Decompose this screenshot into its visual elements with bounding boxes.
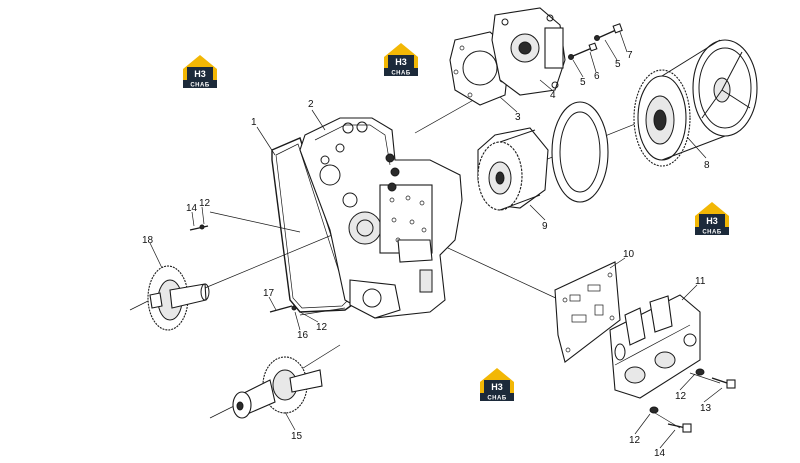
part-11-control-valve [609, 294, 701, 399]
callout-5b: 5 [615, 59, 621, 70]
callout-1: 1 [251, 117, 257, 128]
callout-12-left: 12 [199, 198, 211, 209]
part-pins-left [189, 224, 297, 313]
svg-text:CHAБ: CHAБ [702, 230, 721, 236]
callout-14-bottom: 14 [654, 448, 666, 459]
part-10-separator-plate [554, 261, 621, 363]
callout-8: 8 [704, 160, 710, 171]
svg-text:CHAБ: CHAБ [391, 71, 410, 77]
callout-12-mid: 12 [316, 322, 328, 333]
svg-text:CHAБ: CHAБ [190, 83, 209, 89]
svg-text:H3: H3 [706, 216, 718, 226]
watermark-logo: H3 CHAБ [183, 55, 217, 89]
callout-7: 7 [627, 50, 633, 61]
svg-text:H3: H3 [194, 69, 206, 79]
callout-9: 9 [542, 221, 548, 232]
part-9-clutch-pack [477, 101, 609, 211]
part-12-13-14-fasteners [649, 368, 736, 433]
callout-14-left: 14 [186, 203, 198, 214]
part-5-6-7-bolts [568, 23, 623, 60]
part-18-gear-shaft [147, 265, 210, 331]
leader-lines [149, 31, 723, 449]
callout-12-valve: 12 [675, 391, 687, 402]
callout-6: 6 [594, 71, 600, 82]
callout-3: 3 [515, 112, 521, 123]
callout-17: 17 [263, 288, 275, 299]
callout-4: 4 [550, 90, 556, 101]
callout-5a: 5 [580, 77, 586, 88]
part-15-output-shaft [232, 356, 323, 419]
callout-12-bottom: 12 [629, 435, 641, 446]
svg-text:H3: H3 [491, 382, 503, 392]
callout-labels: 1 2 3 4 5 6 5 7 8 9 10 11 14 12 18 17 16… [142, 50, 712, 459]
callout-10: 10 [623, 249, 635, 260]
callout-18: 18 [142, 235, 154, 246]
callout-2: 2 [308, 99, 314, 110]
part-4-pump-housing [491, 7, 566, 96]
svg-text:H3: H3 [395, 57, 407, 67]
callout-16: 16 [297, 330, 309, 341]
part-8-gear-drum [633, 39, 758, 167]
watermark-logo: H3 CHAБ [695, 202, 729, 236]
callout-13: 13 [700, 403, 712, 414]
callout-11: 11 [695, 276, 706, 287]
callout-15: 15 [291, 431, 303, 442]
svg-text:CHAБ: CHAБ [487, 396, 506, 402]
watermark-logo: H3 CHAБ [480, 368, 514, 402]
watermark-logo: H3 CHAБ [384, 43, 418, 77]
part-2-transmission-housing [299, 117, 463, 319]
